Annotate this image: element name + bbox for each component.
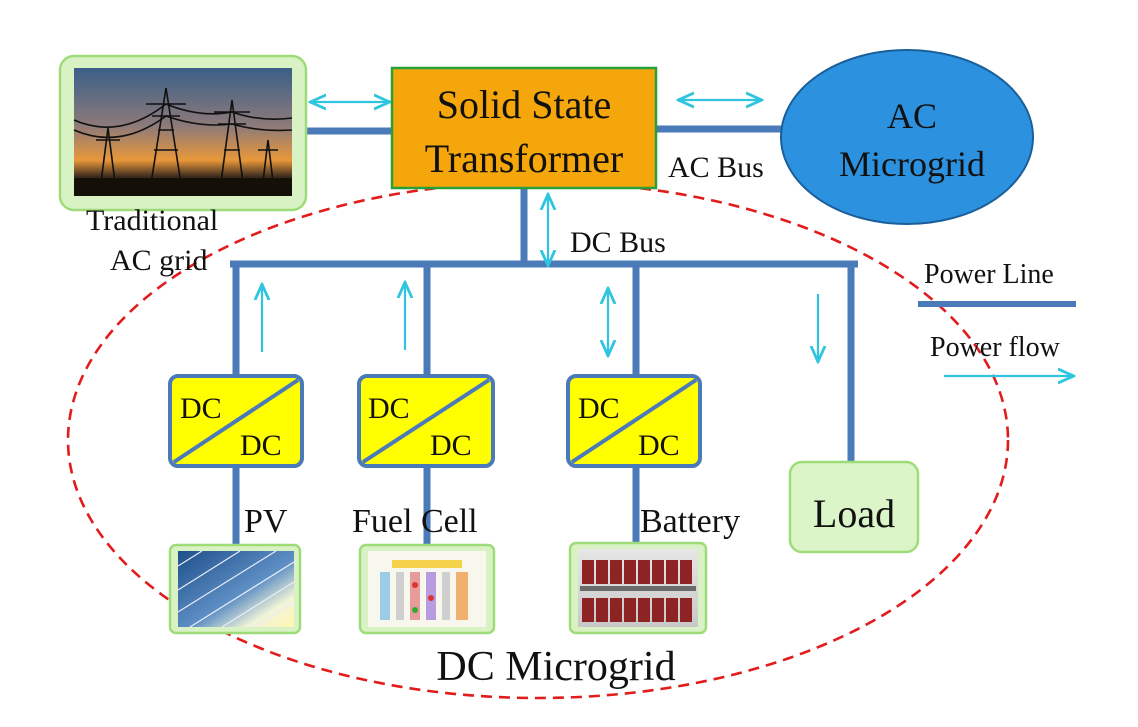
ac-grid-image	[58, 54, 308, 212]
converter-fuel-cell: DC DC	[357, 374, 495, 468]
converter-pv-top: DC	[180, 392, 222, 425]
fuel-cell-cathode-icon	[456, 572, 468, 620]
battery-label: Battery	[640, 503, 740, 540]
load-label: Load	[813, 491, 895, 536]
ac-bus-label: AC Bus	[668, 151, 764, 184]
ac-microgrid-label-line2: Microgrid	[839, 144, 985, 184]
legend: Power Line Power flow	[918, 259, 1076, 376]
sst-title-line2: Transformer	[425, 136, 624, 181]
battery-cells-icon	[582, 560, 692, 622]
converter-pv: DC DC	[168, 374, 304, 468]
legend-power-flow-label: Power flow	[930, 332, 1061, 363]
pv-label: PV	[244, 503, 288, 540]
transmission-tower-icon	[73, 87, 293, 191]
ac-microgrid-node	[780, 49, 1034, 225]
load-box	[788, 460, 920, 554]
converter-battery-top: DC	[578, 392, 620, 425]
solid-state-transformer-box	[390, 66, 658, 190]
converter-fuel-cell-top: DC	[368, 392, 410, 425]
converter-fuel-cell-bottom: DC	[430, 429, 472, 462]
ac-microgrid-label-line1: AC	[887, 96, 937, 136]
legend-power-line-label: Power Line	[924, 259, 1054, 290]
power-flow-arrows	[262, 100, 818, 360]
power-lines	[230, 125, 858, 545]
solar-panel-image	[168, 543, 302, 635]
dc-microgrid-label: DC Microgrid	[436, 644, 675, 690]
converter-battery-bottom: DC	[638, 429, 680, 462]
sst-title-line1: Solid State	[437, 82, 611, 127]
dc-bus-label: DC Bus	[570, 226, 666, 259]
fuel-cell-image	[358, 543, 496, 635]
ac-grid-label-line1: Traditional	[86, 204, 218, 237]
fuel-cell-label: Fuel Cell	[352, 503, 478, 540]
fuel-cell-anode-icon	[380, 572, 390, 620]
converter-pv-bottom: DC	[240, 429, 282, 462]
ac-grid-label-line2: AC grid	[110, 244, 208, 277]
converter-battery: DC DC	[566, 374, 702, 468]
solar-panel-grid-icon	[177, 550, 295, 628]
battery-rack-image	[568, 541, 708, 635]
